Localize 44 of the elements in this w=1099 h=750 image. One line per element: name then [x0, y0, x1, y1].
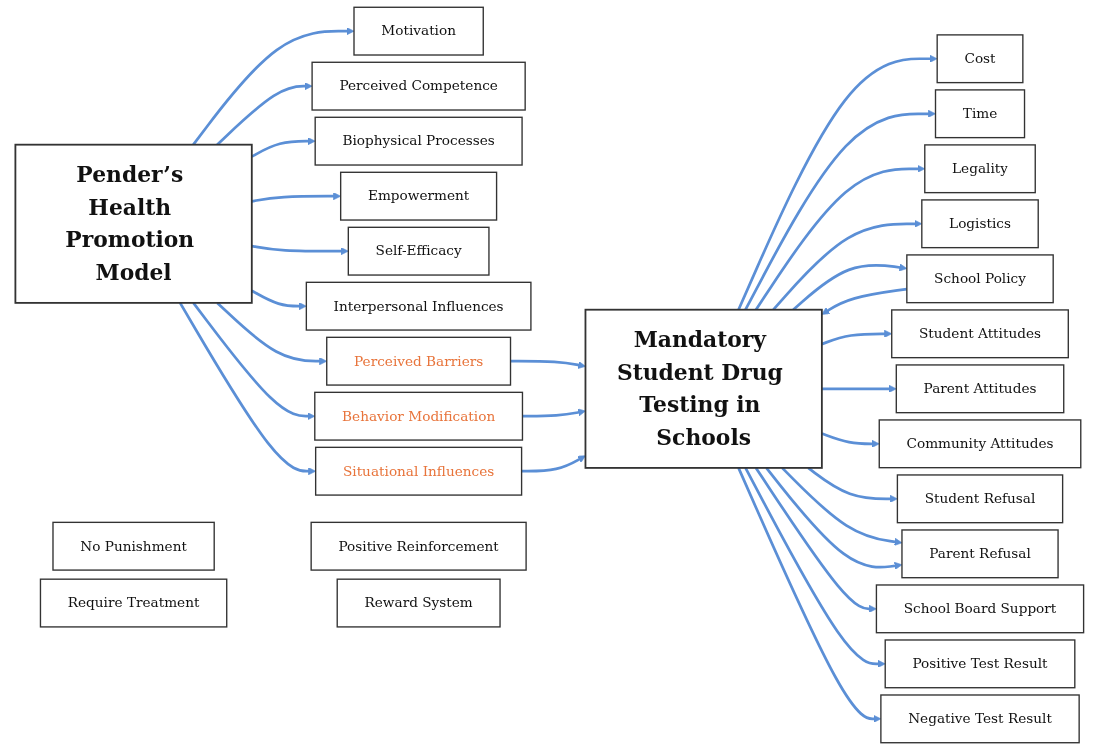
- node-box: Perceived Barriers: [326, 336, 512, 386]
- node-box: Positive Reinforcement: [310, 521, 527, 571]
- node-box: Cost: [936, 34, 1024, 84]
- arrow: [251, 289, 307, 311]
- node-box: Legality: [924, 144, 1036, 194]
- arrow: [251, 137, 316, 158]
- arrow: [821, 384, 897, 393]
- node-box: Negative Test Result: [880, 694, 1080, 744]
- arrow: [192, 27, 355, 146]
- node-box: Self-Efficacy: [347, 226, 490, 276]
- node-box: Parent Refusal: [901, 529, 1059, 579]
- node-box: Parent Attitudes: [895, 364, 1065, 414]
- node-box: Student Refusal: [896, 474, 1064, 524]
- arrow: [807, 466, 898, 503]
- arrow: [216, 82, 313, 146]
- arrow: [251, 244, 349, 256]
- arrow: [821, 432, 880, 448]
- node-box: Empowerment: [340, 171, 498, 221]
- node-box: Logistics: [921, 199, 1039, 249]
- node-box: Student Attitudes: [891, 309, 1069, 359]
- arrow: [178, 302, 316, 476]
- node-box: Pender’s Health Promotion Model: [14, 143, 253, 304]
- arrow: [510, 359, 586, 369]
- node-box: School Policy: [906, 254, 1054, 304]
- arrow: [522, 408, 586, 418]
- arrow: [521, 455, 586, 473]
- node-box: No Punishment: [52, 521, 215, 571]
- node-box: Positive Test Result: [884, 639, 1076, 689]
- node-box: Require Treatment: [39, 578, 228, 628]
- arrow: [737, 54, 938, 311]
- node-box: Situational Influences: [315, 446, 523, 496]
- arrow: [744, 109, 936, 311]
- node-box: Biophysical Processes: [314, 116, 523, 166]
- node-box: Motivation: [353, 6, 484, 56]
- arrow: [744, 467, 886, 668]
- node-box: Community Attitudes: [878, 419, 1082, 469]
- node-box: Reward System: [336, 578, 501, 628]
- node-box: School Board Support: [875, 584, 1085, 634]
- node-box: Perceived Competence: [311, 61, 526, 111]
- arrow: [754, 467, 877, 613]
- node-box: Behavior Modification: [314, 391, 524, 441]
- node-box: Mandatory Student Drug Testing in Schools: [584, 308, 823, 469]
- node-box: Interpersonal Influences: [305, 281, 532, 331]
- node-box: Time: [934, 89, 1026, 139]
